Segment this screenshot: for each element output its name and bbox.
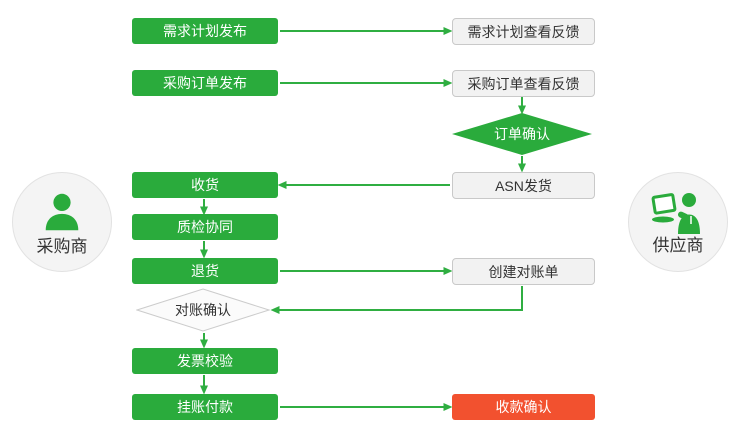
node-label: 收货 <box>191 177 219 193</box>
diamond-shape <box>136 288 270 332</box>
node-label: 采购订单发布 <box>163 75 247 91</box>
actor-label: 供应商 <box>652 236 704 255</box>
actor-label: 采购商 <box>36 237 88 256</box>
node-label: 发票校验 <box>177 353 233 369</box>
person-laptop-icon <box>650 190 706 234</box>
node-label: 收款确认 <box>495 399 552 415</box>
flow-node-demand-plan-feedback: 需求计划查看反馈 <box>452 18 595 45</box>
flow-node-demand-plan-publish: 需求计划发布 <box>132 18 278 44</box>
node-label: 采购订单查看反馈 <box>467 75 580 92</box>
flow-node-receipt-confirm: 收款确认 <box>452 394 595 420</box>
flow-node-asn-shipping: ASN发货 <box>452 172 595 199</box>
flow-node-payment-on-account: 挂账付款 <box>132 394 278 420</box>
flow-node-purchase-order-publish: 采购订单发布 <box>132 70 278 96</box>
flow-node-purchase-order-feedback: 采购订单查看反馈 <box>452 70 595 97</box>
diamond-shape <box>452 113 592 155</box>
actor-supplier: 供应商 <box>628 172 728 272</box>
flow-node-invoice-verification: 发票校验 <box>132 348 278 374</box>
flow-node-return-goods: 退货 <box>132 258 278 284</box>
flow-node-create-statement: 创建对账单 <box>452 258 595 285</box>
flow-node-quality-inspection: 质检协同 <box>132 214 278 240</box>
node-label: 订单确认 <box>494 126 550 142</box>
node-label: 挂账付款 <box>177 399 233 415</box>
actor-buyer: 采购商 <box>12 172 112 272</box>
person-icon <box>39 189 85 235</box>
node-label: ASN发货 <box>495 177 552 194</box>
decision-order-confirm: 订单确认 <box>452 113 592 155</box>
flow-node-receive-goods: 收货 <box>132 172 278 198</box>
decision-reconciliation-confirm: 对账确认 <box>136 288 270 332</box>
node-label: 创建对账单 <box>488 263 559 280</box>
arrow-statement-to-reconciliation <box>270 286 523 314</box>
node-label: 需求计划查看反馈 <box>467 23 580 40</box>
node-label: 退货 <box>191 263 219 279</box>
node-label: 质检协同 <box>177 219 233 235</box>
node-label: 需求计划发布 <box>163 23 247 39</box>
node-label: 对账确认 <box>175 302 231 318</box>
